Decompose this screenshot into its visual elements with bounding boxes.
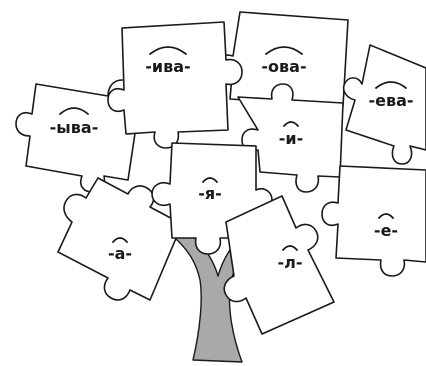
arc-mark-ova	[265, 46, 303, 55]
arc-mark-ya	[202, 177, 218, 183]
label-e: -е-	[374, 221, 398, 240]
arc-mark-l	[282, 245, 298, 251]
arc-mark-eva	[375, 81, 407, 89]
puzzle-piece-eva[interactable]	[342, 44, 426, 165]
puzzle-piece-e[interactable]	[321, 165, 426, 277]
arc-mark-e	[378, 213, 394, 219]
label-eva: -ева-	[368, 91, 413, 110]
label-iva: -ива-	[145, 57, 190, 76]
label-ova: -ова-	[261, 57, 306, 76]
label-a: -а-	[108, 244, 132, 263]
puzzle-piece-a[interactable]	[57, 177, 183, 301]
puzzle-piece-iva[interactable]	[107, 21, 243, 149]
puzzle-piece-l[interactable]	[223, 195, 335, 335]
label-l: -л-	[278, 253, 303, 272]
arc-mark-yva	[59, 107, 89, 115]
label-ya: -я-	[198, 184, 222, 203]
arc-mark-iva	[149, 46, 187, 55]
puzzle-piece-i[interactable]	[237, 83, 344, 193]
label-yva: -ыва-	[50, 118, 99, 137]
label-i: -и-	[279, 129, 304, 148]
arc-mark-i	[283, 121, 299, 127]
arc-mark-a	[112, 237, 128, 243]
